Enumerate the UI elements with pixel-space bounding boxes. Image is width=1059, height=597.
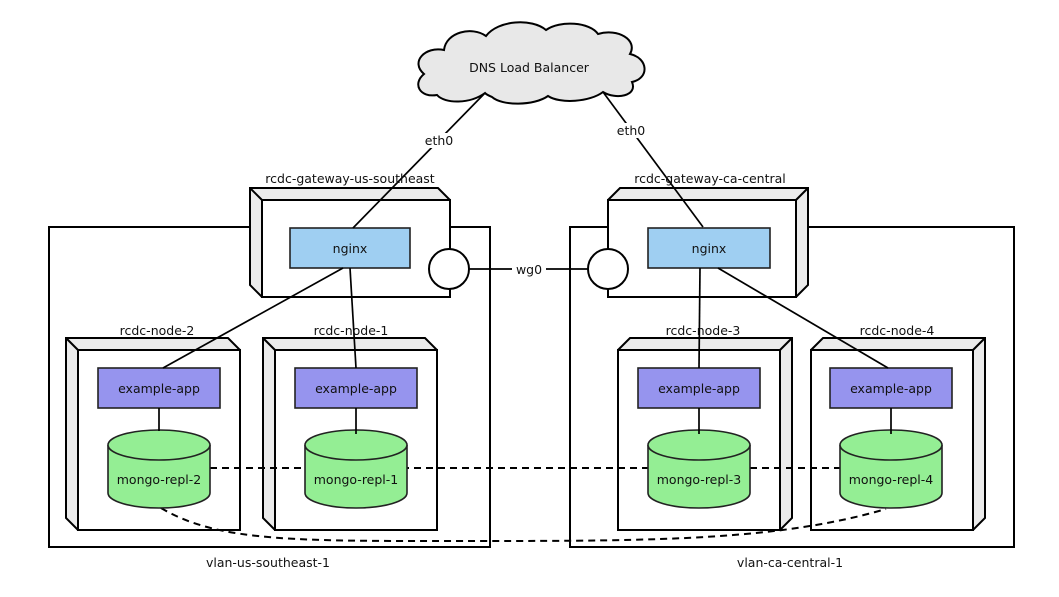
dns-cloud-label: DNS Load Balancer (469, 60, 590, 75)
mongo-repl-3-top (647, 429, 751, 461)
node-4-corner-edge (972, 337, 986, 351)
mongo-repl-4-top (839, 429, 943, 461)
nginx-us-box (289, 227, 411, 269)
node-3-label: rcdc-node-3 (666, 323, 741, 338)
vlan-ca-central-label: vlan-ca-central-1 (737, 555, 843, 570)
eth0-left-label: eth0 (425, 133, 454, 148)
link-cloud-to-nginx-ca (602, 91, 704, 228)
nginx-ca-label: nginx (692, 241, 727, 256)
gateway-ca-central-box (607, 187, 809, 298)
node-1-label: rcdc-node-1 (314, 323, 389, 338)
link-nginx-ca-to-app4 (717, 267, 889, 369)
link-nginx-us-to-app1 (349, 267, 357, 369)
example-app-node1-label: example-app (315, 381, 397, 396)
wg0-port-ca-icon (587, 248, 629, 290)
mongo-repl-2-label: mongo-repl-2 (117, 472, 202, 487)
eth0-right-label-bg (615, 123, 647, 138)
example-app-node3-label: example-app (658, 381, 740, 396)
wg0-label-bg (512, 262, 546, 277)
eth0-left-label-bg (423, 133, 455, 148)
node-4-label: rcdc-node-4 (860, 323, 935, 338)
mongo-replication-link-curve (160, 507, 887, 543)
mongo-repl-3-label: mongo-repl-3 (657, 472, 742, 487)
node-2-corner-edge (65, 337, 79, 351)
eth0-right-label: eth0 (617, 123, 646, 138)
gateway-us-label: rcdc-gateway-us-southeast (265, 171, 435, 186)
gateway-ca-label: rcdc-gateway-ca-central (634, 171, 786, 186)
node-1-corner-edge (262, 337, 276, 351)
wg0-port-us-icon (428, 248, 470, 290)
example-app-node1-box (294, 367, 418, 409)
mongo-repl-4-label: mongo-repl-4 (849, 472, 934, 487)
mongo-repl-1-cylinder (304, 429, 408, 509)
wg0-label: wg0 (516, 262, 542, 277)
link-nginx-ca-to-app3 (698, 267, 701, 369)
node-3-corner-edge (779, 337, 793, 351)
example-app-node2-box (97, 367, 221, 409)
nginx-ca-box (647, 227, 771, 269)
example-app-node4-box (829, 367, 953, 409)
node-2-label: rcdc-node-2 (120, 323, 195, 338)
mongo-repl-2-body (107, 445, 211, 509)
dns-cloud-icon (417, 21, 646, 105)
mongo-repl-4-cylinder (839, 429, 943, 509)
mongo-repl-3-body (647, 445, 751, 509)
nginx-us-label: nginx (333, 241, 368, 256)
vlan-us-southeast-label: vlan-us-southeast-1 (206, 555, 330, 570)
link-nginx-us-to-app2 (162, 267, 344, 369)
mongo-repl-2-cylinder (107, 429, 211, 509)
mongo-repl-3-cylinder (647, 429, 751, 509)
dns-cloud-shape (417, 21, 646, 105)
mongo-repl-4-body (839, 445, 943, 509)
mongo-repl-2-top (107, 429, 211, 461)
gateway-us-southeast-box (249, 187, 451, 298)
mongo-repl-1-label: mongo-repl-1 (314, 472, 399, 487)
gateway-us-corner-edge (249, 187, 263, 201)
example-app-node4-label: example-app (850, 381, 932, 396)
mongo-repl-1-top (304, 429, 408, 461)
mongo-repl-1-body (304, 445, 408, 509)
gateway-ca-corner-edge (795, 187, 809, 201)
link-cloud-to-nginx-us (352, 92, 486, 229)
example-app-node3-box (637, 367, 761, 409)
example-app-node2-label: example-app (118, 381, 200, 396)
